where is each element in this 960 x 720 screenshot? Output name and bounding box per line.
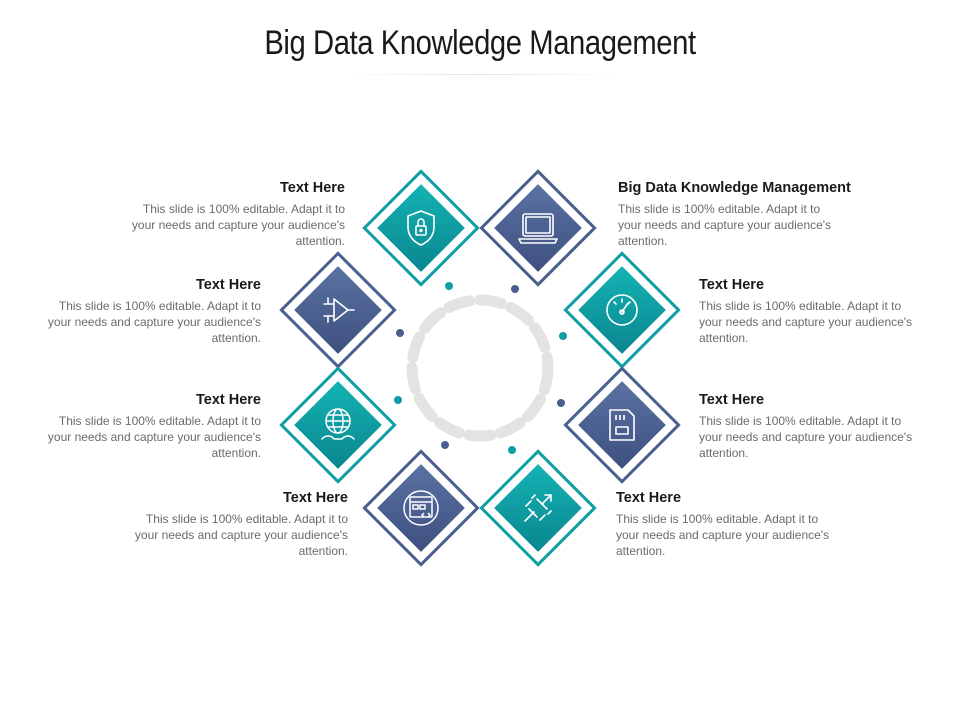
item-heading: Text Here	[282, 490, 348, 506]
circuit-icon	[323, 297, 355, 323]
connector-dot	[445, 282, 453, 290]
item-body: This slide is 100% editable. Adapt it to…	[131, 202, 345, 248]
broken-link-arrow-icon	[524, 494, 552, 522]
connector-dot	[559, 332, 567, 340]
diamond-top-left	[362, 169, 480, 287]
item-heading: Big Data Knowledge Management	[618, 180, 851, 196]
diamond-upper-right	[563, 251, 681, 369]
item-body: This slide is 100% editable. Adapt it to…	[699, 414, 913, 460]
item-lower-right: Text Here This slide is 100% editable. A…	[699, 392, 944, 461]
diamond-top-right	[479, 169, 597, 287]
item-top-right: Big Data Knowledge Management This slide…	[618, 180, 908, 249]
connector-dot	[511, 285, 519, 293]
item-heading: Text Here	[195, 392, 261, 408]
item-heading: Text Here	[699, 392, 765, 408]
diamond-lower-right	[563, 366, 681, 484]
item-body: This slide is 100% editable. Adapt it to…	[699, 299, 913, 345]
page-title: Big Data Knowledge Management	[264, 24, 696, 62]
connector-dot	[557, 399, 565, 407]
item-upper-right: Text Here This slide is 100% editable. A…	[699, 277, 944, 346]
item-top-left: Text Here This slide is 100% editable. A…	[45, 180, 345, 249]
connector-dot	[396, 329, 404, 337]
item-body: This slide is 100% editable. Adapt it to…	[616, 512, 830, 558]
item-heading: Text Here	[699, 277, 765, 293]
gauge-icon	[606, 294, 638, 326]
item-bottom-left: Text Here This slide is 100% editable. A…	[48, 490, 348, 559]
connector-dot	[394, 396, 402, 404]
item-heading: Text Here	[279, 180, 345, 196]
item-lower-left: Text Here This slide is 100% editable. A…	[0, 392, 261, 461]
web-code-icon	[403, 490, 439, 526]
connector-dot	[508, 446, 516, 454]
item-bottom-right: Text Here This slide is 100% editable. A…	[616, 490, 906, 559]
laptop-icon	[518, 213, 558, 244]
item-upper-left: Text Here This slide is 100% editable. A…	[0, 277, 261, 346]
item-body: This slide is 100% editable. Adapt it to…	[134, 512, 348, 558]
center-ring	[406, 294, 554, 442]
sd-card-icon	[609, 409, 635, 441]
shield-lock-icon	[407, 210, 435, 246]
item-body: This slide is 100% editable. Adapt it to…	[618, 202, 832, 248]
diamond-bottom-left	[362, 449, 480, 567]
connector-dots	[394, 282, 567, 454]
title-divider	[340, 74, 620, 75]
globe-wrench-icon	[321, 408, 355, 440]
diamond-lower-left	[279, 366, 397, 484]
item-heading: Text Here	[616, 490, 682, 506]
diamond-bottom-right	[479, 449, 597, 567]
connector-dot	[441, 441, 449, 449]
item-body: This slide is 100% editable. Adapt it to…	[47, 299, 261, 345]
item-heading: Text Here	[195, 277, 261, 293]
item-body: This slide is 100% editable. Adapt it to…	[47, 414, 261, 460]
diamond-upper-left	[279, 251, 397, 369]
